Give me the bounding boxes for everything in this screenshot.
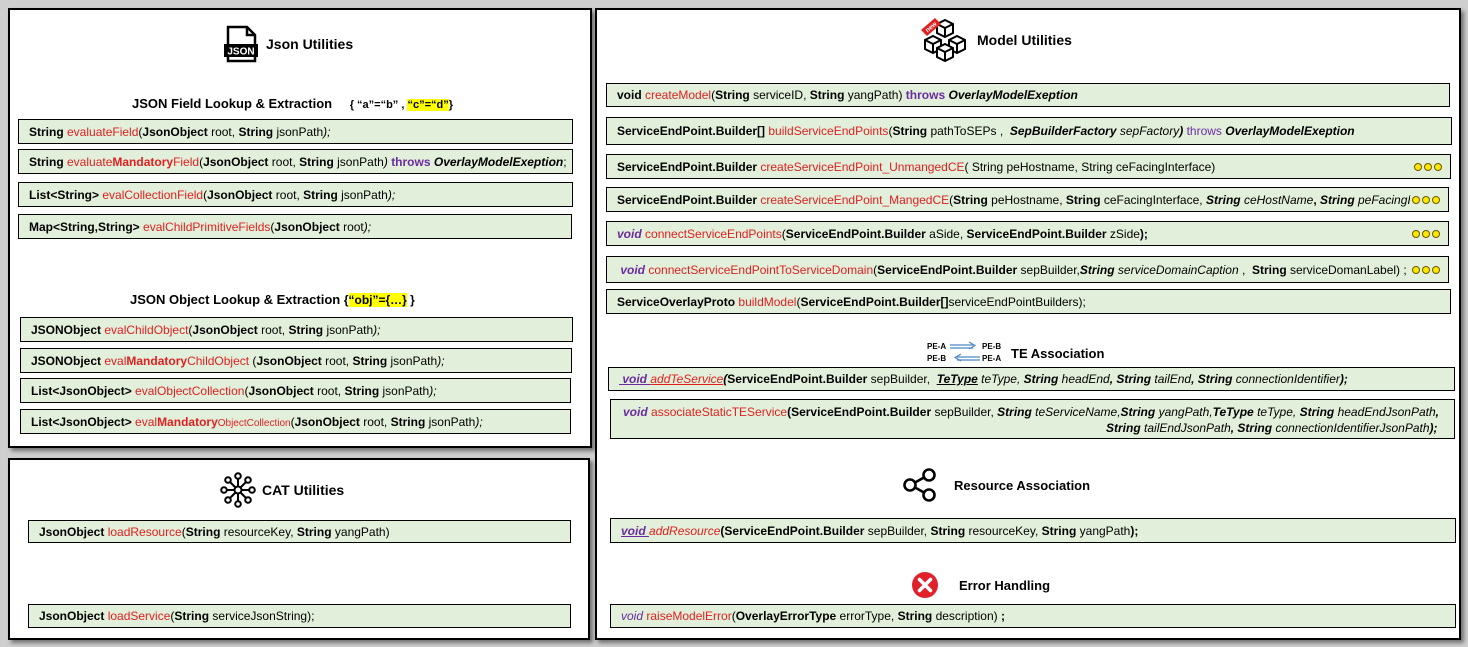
json-field-example: { “a”=“b” , “c”=“d”} [349, 99, 454, 111]
error-x-circle-icon [911, 571, 939, 599]
create-service-end-point-unmanaged-ce-signature[interactable]: ServiceEndPoint.Builder createServiceEnd… [606, 154, 1451, 179]
json-object-example: {“obj”={…} } [343, 293, 415, 307]
eval-collection-field-signature[interactable]: List<String> evalCollectionField(JsonObj… [18, 182, 573, 207]
svg-text:PE-B: PE-B [982, 342, 1001, 351]
svg-text:PE-B: PE-B [927, 354, 946, 363]
create-model-signature[interactable]: void createModel(String serviceID, Strin… [606, 83, 1450, 107]
error-handling-title: Error Handling [959, 577, 1051, 593]
cat-utilities-panel: CAT Utilities JsonObject loadResource(St… [8, 458, 590, 640]
evaluate-field-signature[interactable]: String evaluateField(JsonObject root, St… [18, 119, 573, 144]
load-resource-signature[interactable]: JsonObject loadResource(String resourceK… [28, 520, 571, 543]
raise-model-error-signature[interactable]: void raiseModelError(OverlayErrorType er… [610, 604, 1456, 628]
more-options-icon[interactable] [1410, 229, 1440, 238]
more-options-icon[interactable] [1410, 265, 1440, 274]
eval-mandatory-object-collection-signature[interactable]: List<JsonObject> evalMandatoryObjectColl… [20, 409, 571, 434]
json-object-section-title: JSON Object Lookup & Extraction {“obj”={… [130, 292, 415, 307]
connect-service-end-point-to-service-domain-signature[interactable]: void connectServiceEndPointToServiceDoma… [606, 256, 1449, 283]
eval-child-object-signature[interactable]: JSONObject evalChildObject(JsonObject ro… [20, 317, 573, 342]
json-field-section-title: JSON Field Lookup & Extraction { “a”=“b”… [132, 96, 454, 111]
json-utilities-title: Json Utilities [266, 36, 354, 52]
more-options-icon[interactable] [1410, 195, 1440, 204]
eval-mandatory-child-object-signature[interactable]: JSONObject evalMandatoryChildObject (Jso… [20, 348, 572, 373]
share-nodes-icon [902, 468, 938, 502]
svg-text:JSON: JSON [227, 47, 254, 58]
build-model-signature[interactable]: ServiceOverlayProto buildModel(ServiceEn… [606, 289, 1451, 314]
build-service-end-points-signature[interactable]: ServiceEndPoint.Builder[] buildServiceEn… [606, 117, 1452, 145]
json-utilities-panel: JSON Json Utilities JSON Field Lookup & … [8, 8, 592, 448]
network-hub-icon [220, 472, 256, 508]
resource-association-header: Resource Association [902, 468, 1090, 502]
cubes-new-icon: new [919, 16, 971, 64]
svg-text:PE-A: PE-A [982, 354, 1001, 363]
add-resource-signature[interactable]: void addResource(ServiceEndPoint.Builder… [610, 518, 1456, 543]
load-service-signature[interactable]: JsonObject loadService(String serviceJso… [28, 604, 571, 628]
svg-text:PE-A: PE-A [927, 342, 946, 351]
pe-swap-arrows-icon: PE-A PE-B PE-B PE-A [927, 340, 1005, 366]
connect-service-end-points-signature[interactable]: void connectServiceEndPoints(ServiceEndP… [606, 221, 1449, 246]
create-service-end-point-managed-ce-signature[interactable]: ServiceEndPoint.Builder createServiceEnd… [606, 187, 1449, 212]
cat-utilities-title: CAT Utilities [262, 482, 345, 498]
cat-utilities-header: CAT Utilities [220, 472, 344, 508]
te-association-header: PE-A PE-B PE-B PE-A TE Association [927, 340, 1104, 366]
model-utilities-title: Model Utilities [977, 32, 1072, 48]
json-file-icon: JSON [222, 25, 260, 63]
add-te-service-signature[interactable]: void addTeService(ServiceEndPoint.Builde… [608, 367, 1455, 391]
json-utilities-header: JSON Json Utilities [222, 25, 353, 63]
error-handling-header: Error Handling [911, 571, 1050, 599]
model-utilities-panel: new Model Utilities void createModel(Str… [595, 8, 1461, 640]
te-association-title: TE Association [1011, 345, 1105, 361]
associate-static-te-service-signature[interactable]: void associateStaticTEService(ServiceEnd… [610, 399, 1455, 439]
eval-child-primitive-fields-signature[interactable]: Map<String,String> evalChildPrimitiveFie… [18, 214, 572, 239]
evaluate-mandatory-field-signature[interactable]: String evaluateMandatoryField(JsonObject… [18, 149, 573, 174]
resource-association-title: Resource Association [954, 477, 1091, 493]
eval-object-collection-signature[interactable]: List<JsonObject> evalObjectCollection(Js… [20, 378, 571, 403]
model-utilities-header: new Model Utilities [919, 16, 1072, 64]
more-options-icon[interactable] [1412, 162, 1442, 171]
